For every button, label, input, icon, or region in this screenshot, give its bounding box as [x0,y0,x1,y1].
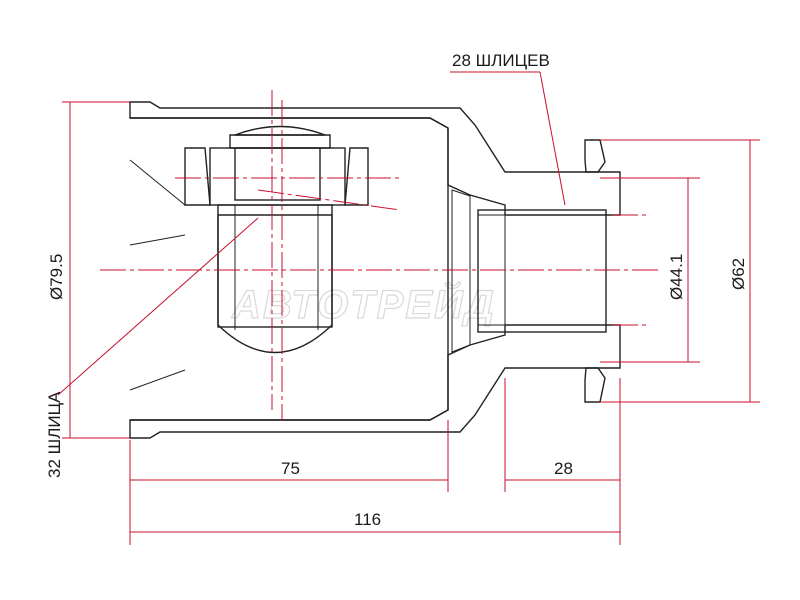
housing-cone-lines [129,159,186,391]
flange-diameter-label: Ø62 [729,258,748,290]
outer-splines-label: 28 ШЛИЦЕВ [452,51,550,70]
housing-lower-wall [129,324,621,439]
tripod-roller [184,125,369,354]
inner-splines-label: 32 ШЛИЦА [45,391,64,478]
watermark-text: АВТОТРЕЙД [231,280,496,327]
bore-outline [477,209,607,333]
housing-cavity [130,117,449,421]
length-neck-label: 28 [554,459,573,478]
length-body-label: 75 [281,459,300,478]
centerlines [100,90,660,420]
length-total-label: 116 [354,510,381,529]
boot-flange [584,139,606,403]
outer-diameter-label: Ø79.5 [47,254,66,300]
dimension-lines [57,71,760,545]
housing-upper-wall [129,101,621,216]
bore-diameter-label: Ø44.1 [667,254,686,300]
